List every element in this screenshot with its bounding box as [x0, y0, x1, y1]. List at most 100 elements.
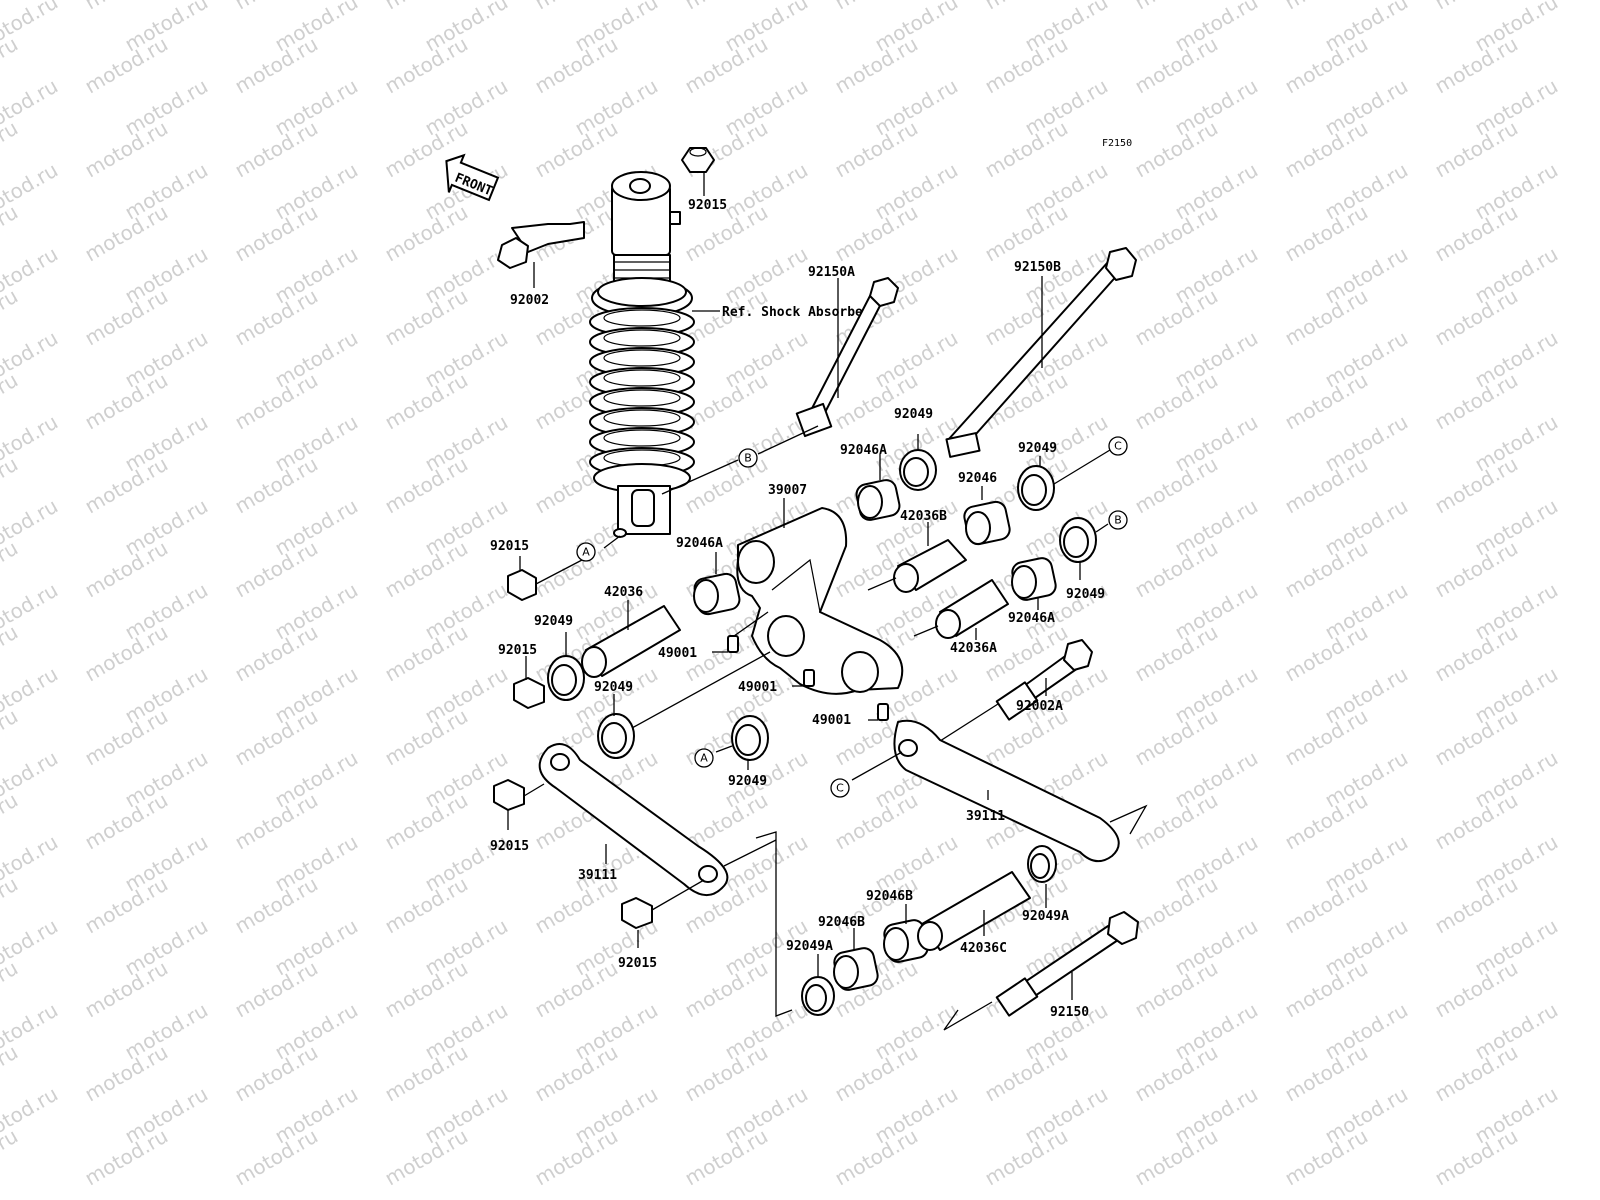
- part-label: 92015: [490, 539, 529, 554]
- part-label: 39111: [966, 809, 1005, 824]
- watermark-text: motod.ru: [231, 0, 322, 14]
- washer-92049-d: [597, 651, 771, 759]
- watermark-text: motod.ru: [0, 368, 22, 435]
- washer-92049-a: [899, 434, 937, 491]
- rocker-arm-39007: [736, 498, 904, 695]
- bolt-92150B: [945, 247, 1137, 458]
- part-label: 92046B: [818, 915, 865, 930]
- watermark-text: motod.ru: [0, 1124, 22, 1191]
- watermark-text: motod.ru: [0, 536, 22, 603]
- part-label: 42036: [604, 585, 643, 600]
- svg-text:C: C: [836, 782, 844, 795]
- nut-92015-top: [681, 147, 715, 196]
- part-label: 49001: [658, 646, 697, 661]
- part-label: 92049A: [1022, 909, 1069, 924]
- washer-92049-f: [715, 715, 769, 770]
- part-label: 92046A: [840, 443, 887, 458]
- spring-coil-inner: [603, 329, 681, 347]
- spring-coil-inner: [603, 409, 681, 427]
- part-label: 39007: [768, 483, 807, 498]
- part-label: 92049: [894, 407, 933, 422]
- washer-92049A-a: [801, 954, 835, 1016]
- spring-coil-inner: [603, 429, 681, 447]
- bolt-92150: [943, 911, 1139, 1031]
- svg-text:C: C: [1114, 440, 1122, 453]
- part-label: 49001: [812, 713, 851, 728]
- bearing-92046A-b: [693, 552, 741, 616]
- part-label: 92049: [728, 774, 767, 789]
- watermark-text: motod.ru: [831, 0, 922, 14]
- part-label: 92049: [1066, 587, 1105, 602]
- part-label: 92015: [490, 839, 529, 854]
- part-label: 92049: [1018, 441, 1057, 456]
- part-label: 92150: [1050, 1005, 1089, 1020]
- svg-text:B: B: [744, 452, 752, 465]
- link-39111-right: [851, 719, 1148, 863]
- connector-a-lower: A: [694, 748, 714, 768]
- watermark-text: motod.ru: [0, 116, 22, 183]
- watermark-text: motod.ru: [0, 956, 22, 1023]
- watermark-text: motod.ru: [981, 0, 1072, 14]
- bearing-92046B-b: [833, 928, 879, 991]
- bolt-92150A: [795, 277, 899, 438]
- watermark-text: motod.ru: [1281, 0, 1372, 14]
- part-label: 92002A: [1016, 699, 1063, 714]
- part-label: 92046B: [866, 889, 913, 904]
- washer-92049-c: [1059, 517, 1109, 580]
- spring-coil-inner: [603, 369, 681, 387]
- nut-92015-lower-left: [493, 779, 545, 830]
- bearing-92046B-a: [883, 904, 929, 963]
- bearing-92046A-a: [855, 454, 901, 521]
- svg-text:B: B: [1114, 514, 1122, 527]
- grease-nipple-c: [868, 703, 889, 721]
- bearing-92046: [963, 486, 1011, 546]
- diagram-code: F2150: [1102, 138, 1132, 149]
- part-label: 92015: [618, 956, 657, 971]
- watermark-text: motod.ru: [0, 1040, 22, 1107]
- washer-92049A-b: [1027, 845, 1057, 908]
- watermark-text: motod.ru: [1431, 0, 1522, 14]
- watermark-text: motod.ru: [0, 872, 22, 939]
- part-label: 42036B: [900, 509, 947, 524]
- watermark-text: motod.ru: [0, 704, 22, 771]
- svg-text:A: A: [582, 546, 590, 559]
- sleeve-42036A: [913, 579, 1009, 640]
- part-label: 42036C: [960, 941, 1007, 956]
- part-label: 92150B: [1014, 260, 1061, 275]
- part-label: 49001: [738, 680, 777, 695]
- watermark-text: motod.ru: [0, 788, 22, 855]
- part-label: 92046A: [676, 536, 723, 551]
- connector-a-shock: A: [576, 542, 596, 562]
- connector-c-top: C: [1108, 436, 1128, 456]
- reference-label: Ref. Shock Absorber: [722, 305, 871, 320]
- watermark-text: motod.ru: [0, 32, 22, 99]
- connector-c-lower: C: [830, 778, 850, 798]
- part-label: 92015: [498, 643, 537, 658]
- part-label: 92049: [534, 614, 573, 629]
- shock-absorber: [589, 171, 695, 538]
- washer-92049-b: [1017, 449, 1111, 511]
- watermark-text: motod.ru: [0, 284, 22, 351]
- front-arrow-icon: FRONT: [445, 153, 500, 202]
- watermark-text: motod.ru: [531, 0, 622, 14]
- sleeve-42036B: [867, 522, 967, 593]
- part-label: 39111: [578, 868, 617, 883]
- watermark-text: motod.ru: [381, 0, 472, 14]
- watermark-text: motod.ru: [0, 620, 22, 687]
- watermark-text: motod.ru: [681, 0, 772, 14]
- part-label: 92046: [958, 471, 997, 486]
- bolt-92002A: [903, 639, 1093, 765]
- part-label: 42036A: [950, 641, 997, 656]
- watermark-text: motod.ru: [0, 200, 22, 267]
- part-label: 92046A: [1008, 611, 1055, 626]
- link-39111-left: [538, 743, 729, 896]
- bolt-92002: [497, 221, 585, 288]
- sleeve-42036C: [917, 871, 1031, 951]
- bearing-92046A-c: [1011, 557, 1057, 610]
- part-label: 92049: [594, 680, 633, 695]
- nut-92015-mid: [507, 556, 583, 601]
- watermark-text: motod.ru: [1131, 0, 1222, 14]
- part-label: 92002: [510, 293, 549, 308]
- spring-coil-inner: [603, 349, 681, 367]
